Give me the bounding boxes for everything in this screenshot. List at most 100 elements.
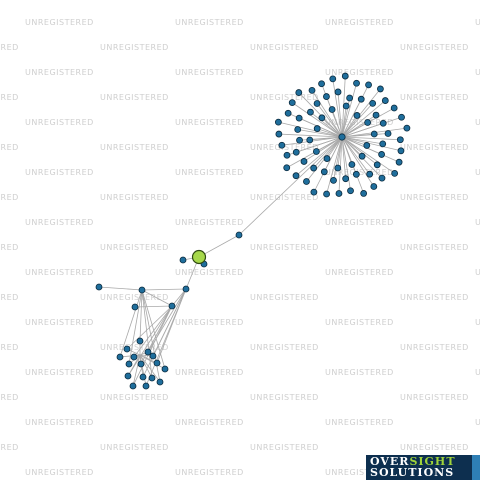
graph-node[interactable] [323,155,331,162]
watermark-text: UNREGISTERED [325,418,394,427]
graph-node[interactable] [300,158,308,165]
graph-node[interactable] [153,359,161,367]
graph-node[interactable] [390,104,398,112]
graph-node[interactable] [342,102,350,110]
graph-node[interactable] [360,190,368,197]
graph-node[interactable] [303,178,310,185]
graph-node[interactable] [335,190,343,197]
graph-node[interactable] [138,286,146,294]
graph-node[interactable] [312,148,320,155]
graph-node[interactable] [288,99,296,107]
graph-node[interactable] [284,109,292,117]
graph-node[interactable] [373,161,381,169]
graph-node[interactable] [306,136,314,144]
graph-node[interactable] [95,283,103,291]
graph-node[interactable] [372,111,380,119]
graph-node[interactable] [378,174,386,182]
graph-node[interactable] [318,80,325,88]
graph-node[interactable] [363,142,371,149]
graph-node[interactable] [347,187,354,195]
graph-node[interactable] [148,374,156,382]
graph-node[interactable] [396,136,404,144]
graph-node[interactable] [283,151,291,159]
graph-node[interactable] [357,95,365,103]
graph-node[interactable] [323,190,330,198]
graph-node[interactable] [168,302,176,310]
graph-node[interactable] [307,108,314,116]
graph-node[interactable] [274,118,282,126]
graph-node[interactable] [294,126,302,133]
graph-node[interactable] [313,125,321,132]
graph-node[interactable] [334,164,342,172]
graph-node[interactable] [235,231,243,239]
graph-node[interactable] [296,136,303,144]
graph-node[interactable] [353,112,361,119]
graph-node[interactable] [124,372,132,380]
graph-node[interactable] [352,170,360,178]
graph-node[interactable] [329,75,337,83]
graph-node[interactable] [275,130,283,138]
graph-node[interactable] [116,353,124,361]
graph-node[interactable] [398,113,405,121]
graph-node[interactable] [378,151,385,158]
graph-node[interactable] [369,99,377,107]
graph-node[interactable] [149,352,157,360]
graph-edge [296,136,343,153]
graph-node[interactable] [129,382,137,390]
focus-entity-node[interactable] [191,249,207,265]
graph-node[interactable] [338,133,346,141]
graph-node[interactable] [131,303,139,311]
graph-node[interactable] [142,382,150,390]
graph-node[interactable] [313,100,321,107]
graph-node[interactable] [318,114,326,122]
graph-node[interactable] [370,130,378,138]
graph-node[interactable] [323,93,330,100]
graph-node[interactable] [353,79,360,87]
graph-node[interactable] [341,72,349,80]
graph-node[interactable] [379,119,387,127]
graph-node[interactable] [334,88,342,96]
graph-node[interactable] [377,85,384,93]
graph-node[interactable] [346,94,354,102]
graph-node[interactable] [391,169,399,177]
graph-node[interactable] [182,285,190,293]
watermark-text: UNREGISTERED [400,443,469,452]
graph-node[interactable] [330,176,337,184]
graph-node[interactable] [310,188,318,196]
graph-node[interactable] [379,140,387,148]
graph-node[interactable] [308,86,316,94]
graph-node[interactable] [161,365,169,373]
graph-node[interactable] [370,183,378,190]
graph-node[interactable] [156,378,164,386]
graph-edge [341,136,347,179]
graph-node[interactable] [130,353,138,361]
graph-node[interactable] [125,360,133,368]
graph-node[interactable] [283,164,291,172]
graph-node[interactable] [364,119,372,126]
graph-node[interactable] [384,130,392,137]
graph-node[interactable] [366,170,374,178]
graph-node[interactable] [139,373,147,381]
graph-node[interactable] [137,360,145,368]
graph-node[interactable] [395,158,403,166]
graph-node[interactable] [123,345,131,353]
graph-node[interactable] [403,124,411,132]
graph-node[interactable] [295,114,303,122]
watermark-text: UNREGISTERED [100,143,169,152]
graph-node[interactable] [397,147,405,155]
graph-node[interactable] [295,89,303,96]
graph-node[interactable] [136,337,144,345]
graph-node[interactable] [292,148,300,156]
graph-node[interactable] [328,106,336,113]
graph-node[interactable] [381,97,389,104]
graph-node[interactable] [278,141,286,149]
graph-node[interactable] [310,164,318,172]
graph-node[interactable] [292,172,300,180]
graph-node[interactable] [358,152,366,160]
graph-node[interactable] [320,168,328,176]
graph-node[interactable] [144,348,152,356]
graph-node[interactable] [342,175,350,183]
graph-node[interactable] [179,256,187,264]
graph-node[interactable] [348,161,356,168]
graph-node[interactable] [365,81,372,89]
